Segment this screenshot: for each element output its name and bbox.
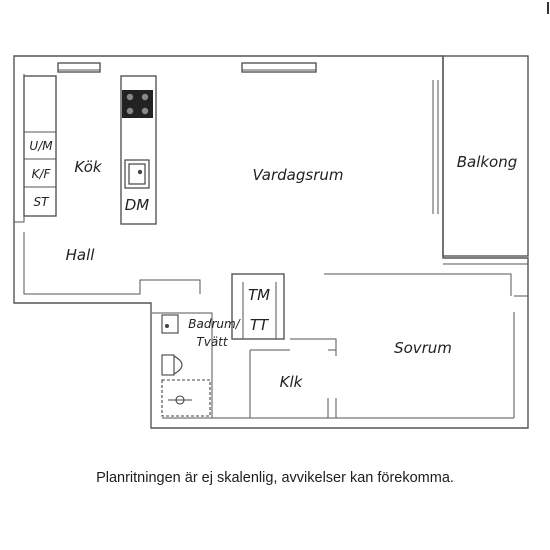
label-sovrum: Sovrum bbox=[394, 339, 452, 357]
label-hall: Hall bbox=[66, 246, 96, 264]
label-dm: DM bbox=[125, 196, 150, 214]
label-badrum: Badrum/ bbox=[188, 317, 241, 331]
label-klk: Klk bbox=[280, 373, 304, 391]
kitchen-counter-left bbox=[23, 75, 57, 217]
corner-mark bbox=[547, 2, 549, 14]
washbasin-icon bbox=[161, 314, 179, 334]
disclaimer-note: Planritningen är ej skalenlig, avvikelse… bbox=[96, 470, 454, 486]
label-vardagsrum: Vardagsrum bbox=[253, 166, 344, 184]
label-um: U/M bbox=[29, 139, 53, 153]
outer-wall-inner-line bbox=[14, 74, 25, 223]
label-tvatt: Tvätt bbox=[196, 335, 228, 349]
stove-icon bbox=[122, 90, 153, 118]
label-kf: K/F bbox=[32, 167, 52, 181]
label-kok: Kök bbox=[74, 158, 102, 176]
label-tm: TM bbox=[248, 286, 270, 304]
label-tt: TT bbox=[250, 316, 270, 334]
bedroom-wall bbox=[324, 273, 512, 296]
wardrobe-wall bbox=[249, 349, 336, 418]
outer-wall bbox=[13, 55, 529, 429]
balcony-floor-line bbox=[443, 263, 529, 297]
hall-bottom-wall bbox=[23, 232, 201, 295]
balcony-outline bbox=[442, 55, 529, 257]
window-kitchen bbox=[57, 62, 101, 73]
bathroom-wall bbox=[152, 312, 213, 418]
label-balkong: Balkong bbox=[457, 153, 518, 171]
window-living bbox=[241, 62, 317, 73]
sink-icon bbox=[124, 159, 150, 189]
kitchen-island bbox=[120, 75, 157, 225]
toilet-icon bbox=[161, 354, 183, 376]
closet-tm-tt bbox=[231, 273, 285, 340]
shower-icon bbox=[161, 379, 211, 417]
label-st: ST bbox=[34, 195, 51, 209]
